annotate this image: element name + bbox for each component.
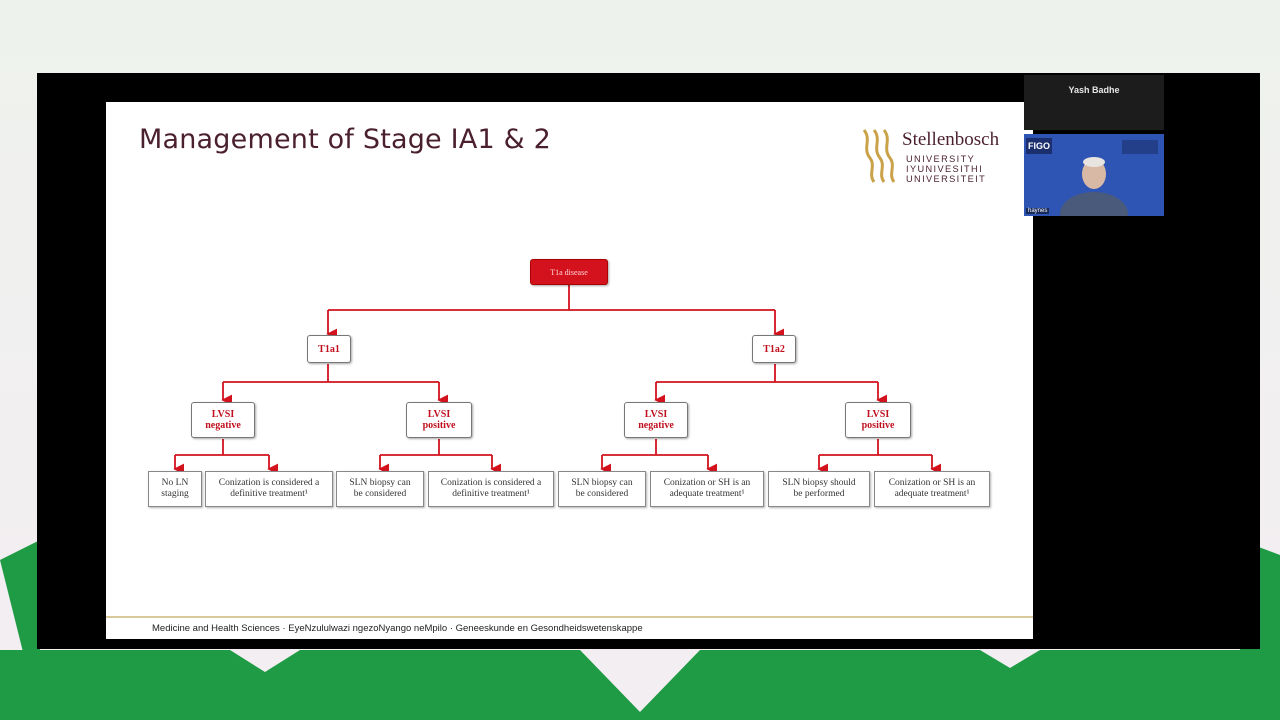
slide-title: Management of Stage IA1 & 2	[139, 124, 552, 155]
participant-name: Yash Badhe	[1068, 85, 1120, 95]
flow-node-t1a1: T1a1	[307, 335, 351, 363]
flow-leaf: SLN biopsy can be considered	[336, 471, 424, 507]
flow-leaf: SLN biopsy should be performed	[768, 471, 870, 507]
flow-leaf: Conization or SH is an adequate treatmen…	[650, 471, 764, 507]
video-label: haynes	[1026, 208, 1050, 214]
flow-leaf: SLN biopsy can be considered	[558, 471, 646, 507]
university-subtitle: UNIVERSITY IYUNIVESITHI UNIVERSITEIT	[906, 154, 987, 184]
flow-node-t1a2: T1a2	[752, 335, 796, 363]
footer-divider	[106, 616, 1033, 618]
flow-node-root: T1a disease	[530, 259, 608, 285]
university-name: Stellenbosch	[902, 129, 1000, 150]
flow-leaf: Conization or SH is an adequate treatmen…	[874, 471, 990, 507]
slide-footer: Medicine and Health Sciences · EyeNzulul…	[152, 623, 643, 634]
university-logo: Stellenbosch UNIVERSITY IYUNIVESITHI UNI…	[858, 124, 1018, 190]
participant-panel	[1172, 73, 1260, 649]
presentation-slide: Management of Stage IA1 & 2 Stellenbosch…	[106, 102, 1033, 639]
flow-node-lvsi-positive: LVSI positive	[406, 402, 472, 438]
flow-leaf: Conization is considered a definitive tr…	[428, 471, 554, 507]
participant-video-tile[interactable]: FIGO haynes	[1024, 134, 1164, 216]
flowchart-connectors	[173, 285, 941, 475]
flow-leaf: Conization is considered a definitive tr…	[205, 471, 333, 507]
flow-node-lvsi-negative: LVSI negative	[191, 402, 255, 438]
flow-node-lvsi-negative: LVSI negative	[624, 402, 688, 438]
svg-text:FIGO: FIGO	[1028, 141, 1050, 151]
speaker-video-icon: FIGO	[1024, 134, 1164, 216]
flow-node-lvsi-positive: LVSI positive	[845, 402, 911, 438]
slide-top-bar	[106, 73, 1023, 102]
university-crest-icon	[862, 129, 896, 183]
participant-name-tile[interactable]	[1024, 75, 1164, 130]
flow-leaf: No LN staging	[148, 471, 202, 507]
